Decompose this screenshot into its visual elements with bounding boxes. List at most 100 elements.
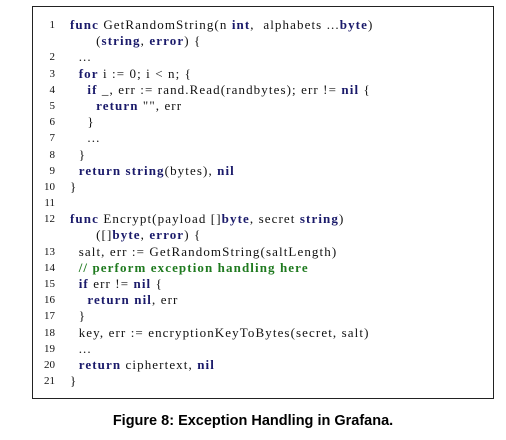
code-line: // perform exception handling here: [70, 260, 506, 276]
code-keyword: if: [87, 81, 98, 97]
code-keyword: return: [78, 162, 122, 178]
code-text: [70, 292, 87, 307]
line-number: 11: [44, 197, 55, 210]
code-text: ([]: [70, 227, 113, 243]
code-block: func GetRandomString(n int, alphabets ..…: [70, 17, 506, 389]
code-text: , alphabets ...: [250, 17, 340, 32]
code-text: salt, err := GetRandomString(saltLength): [70, 243, 338, 259]
code-text: ) {: [184, 33, 202, 49]
code-text: }: [70, 308, 87, 324]
line-number: 2: [49, 51, 56, 64]
code-line: ...: [70, 49, 506, 65]
code-text: [70, 260, 79, 275]
line-number: 8: [49, 148, 56, 161]
code-line: (string, error) {: [70, 33, 506, 49]
code-keyword: string: [125, 162, 165, 178]
code-line: return "", err: [70, 98, 506, 114]
code-keyword: nil: [134, 292, 152, 308]
code-keyword: byte: [112, 227, 141, 243]
code-text: err !=: [88, 276, 134, 291]
line-number: 17: [44, 310, 55, 323]
code-keyword: return: [78, 356, 122, 372]
code-line: ...: [70, 341, 506, 357]
code-keyword: error: [149, 227, 185, 243]
code-text: [70, 82, 87, 97]
code-line: key, err := encryptionKeyToBytes(secret,…: [70, 325, 506, 341]
code-keyword: string: [299, 211, 339, 227]
code-line: }: [70, 179, 506, 195]
code-line: }: [70, 114, 506, 130]
code-line: ...: [70, 130, 506, 146]
code-text: key, err := encryptionKeyToBytes(secret,…: [70, 324, 370, 340]
code-text: ,: [140, 227, 150, 243]
code-text: [70, 276, 79, 291]
code-text: ...: [70, 49, 92, 65]
code-text: (bytes),: [164, 162, 218, 178]
line-number: 12: [44, 213, 55, 226]
code-keyword: func: [70, 17, 99, 32]
code-text: ) {: [184, 227, 202, 243]
code-keyword: for: [78, 65, 99, 81]
code-text: ciphertext,: [121, 356, 198, 372]
line-number: [33, 227, 55, 243]
code-line: return nil, err: [70, 292, 506, 308]
line-number: 18: [44, 326, 55, 339]
code-keyword: string: [101, 33, 141, 49]
line-number: 1: [49, 19, 56, 31]
code-line: if err != nil {: [70, 276, 506, 292]
code-text: [70, 357, 79, 372]
line-number: 5: [49, 99, 56, 112]
code-line: for i := 0; i < n; {: [70, 66, 506, 82]
code-line: salt, err := GetRandomString(saltLength): [70, 244, 506, 260]
code-text: [70, 66, 79, 81]
code-line: return string(bytes), nil: [70, 163, 506, 179]
line-number: [33, 33, 55, 49]
line-number: 13: [44, 245, 55, 258]
code-line: func Encrypt(payload []byte, secret stri…: [70, 211, 506, 227]
code-line: }: [70, 147, 506, 163]
code-line: ([]byte, error) {: [70, 227, 506, 243]
code-text: {: [359, 81, 371, 97]
code-text: }: [70, 373, 78, 389]
code-text: }: [70, 178, 78, 194]
code-text: [70, 98, 96, 113]
line-number: 10: [44, 180, 55, 193]
line-number: 14: [44, 261, 55, 274]
line-number: 16: [44, 294, 55, 307]
code-keyword: if: [78, 276, 89, 291]
code-keyword: int: [231, 17, 251, 32]
code-text: ...: [70, 340, 92, 356]
line-number: 15: [44, 278, 55, 290]
code-text: }: [70, 146, 87, 162]
line-number: 21: [44, 375, 55, 388]
code-text: ): [338, 211, 345, 227]
code-text: , secret: [249, 211, 300, 227]
code-text: [70, 163, 79, 178]
line-number: 7: [49, 132, 56, 145]
code-comment: // perform exception handling here: [78, 259, 309, 275]
code-text: "", err: [138, 97, 183, 113]
code-line: }: [70, 373, 506, 389]
code-line: [70, 195, 506, 211]
code-keyword: byte: [221, 211, 250, 227]
code-line: if _, err := rand.Read(randbytes); err !…: [70, 82, 506, 98]
figure-caption: Figure 8: Exception Handling in Grafana.: [112, 413, 394, 429]
code-keyword: nil: [133, 276, 152, 291]
code-keyword: error: [149, 33, 185, 49]
code-text: GetRandomString(n: [98, 17, 232, 32]
code-keyword: nil: [197, 356, 215, 372]
code-keyword: return: [96, 97, 139, 113]
code-text: ,: [140, 33, 150, 49]
code-text: ): [367, 17, 374, 32]
code-text: , err: [152, 292, 179, 308]
code-keyword: return: [87, 292, 130, 308]
code-text: (: [70, 33, 102, 49]
line-number: 4: [49, 83, 56, 96]
code-text: {: [151, 276, 163, 291]
code-line: }: [70, 308, 506, 324]
code-keyword: nil: [341, 81, 360, 97]
code-keyword: func: [70, 211, 99, 227]
code-keyword: byte: [339, 17, 368, 32]
